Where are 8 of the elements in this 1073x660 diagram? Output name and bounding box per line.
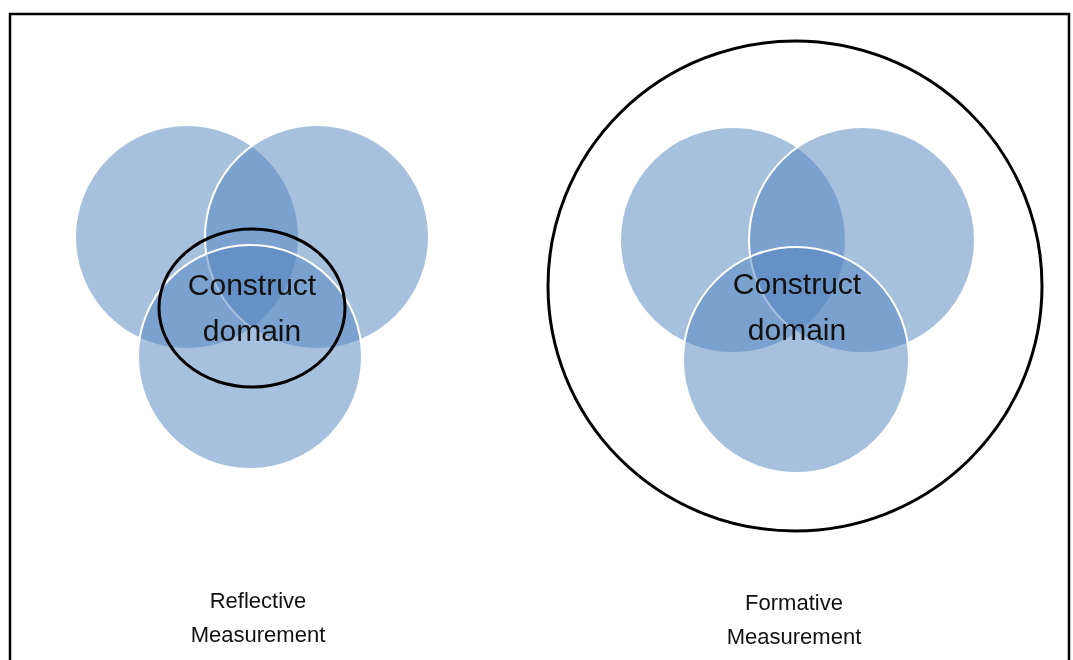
construct-label: Construct domain — [186, 267, 318, 349]
venn-circle — [683, 247, 909, 473]
caption-text: Reflective Measurement — [189, 587, 327, 649]
caption-text: Formative Measurement — [725, 589, 863, 651]
venn-circle — [138, 245, 362, 469]
construct-circle — [159, 229, 345, 387]
construct-label: Construct domain — [731, 266, 863, 348]
construct-circle — [548, 41, 1042, 531]
